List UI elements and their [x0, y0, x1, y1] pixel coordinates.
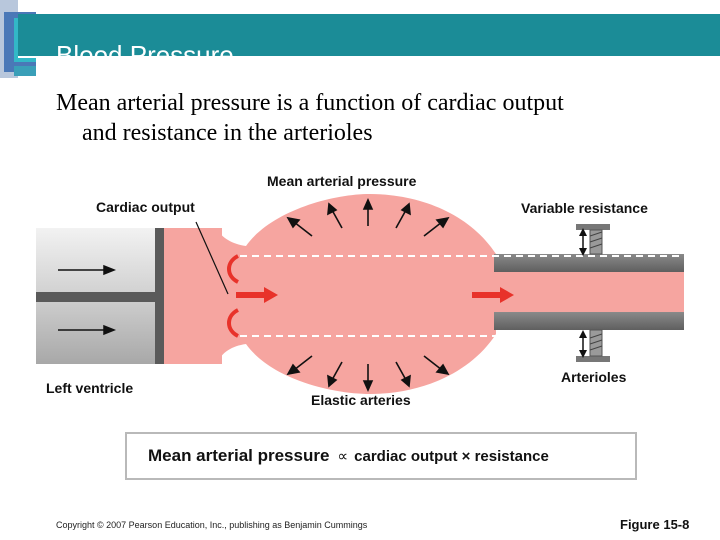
flow-arrow-right — [472, 287, 514, 303]
arteriole-vessel — [494, 254, 684, 330]
title-bar — [18, 14, 720, 58]
valve-lower — [227, 308, 240, 338]
proportional-symbol: ∝ — [337, 448, 349, 465]
decor-block-small — [14, 66, 36, 76]
formula-box — [125, 432, 637, 480]
pressure-arrows — [286, 198, 450, 392]
elastic-artery-shape — [216, 194, 496, 394]
valve-upper — [227, 254, 240, 284]
figure-label: Figure 15-8 — [620, 517, 690, 532]
slide-title: Blood Pressure — [56, 40, 234, 58]
resistance-clamp-upper — [576, 224, 610, 256]
cardiac-output-pointer — [195, 221, 229, 295]
ventricle-arrows — [58, 264, 117, 336]
title-underline — [18, 56, 720, 58]
formula: Mean arterial pressure ∝ cardiac output × … — [148, 446, 549, 466]
formula-main: Mean arterial pressure — [148, 446, 330, 465]
subtitle-line-1: Mean arterial pressure is a function of … — [56, 90, 564, 116]
copyright-text: Copyright © 2007 Pearson Education, Inc.… — [56, 520, 368, 530]
label-arterioles: Arterioles — [561, 369, 627, 385]
blood-pressure-diagram: Mean arterial pressure Cardiac output Va… — [36, 173, 684, 408]
label-mean-arterial-pressure: Mean arterial pressure — [267, 173, 417, 189]
label-left-ventricle: Left ventricle — [46, 380, 133, 396]
subtitle-line-2: and resistance in the arterioles — [82, 120, 373, 146]
label-cardiac-output: Cardiac output — [96, 199, 195, 215]
left-ventricle-shape — [36, 228, 222, 364]
label-variable-resistance: Variable resistance — [521, 200, 648, 216]
resistance-clamp-lower — [576, 329, 610, 362]
formula-rest: cardiac output × resistance — [354, 448, 549, 465]
label-elastic-arteries: Elastic arteries — [311, 392, 411, 408]
slide-subtitle: Mean arterial pressure is a function of … — [56, 88, 696, 148]
flow-arrow-left — [236, 287, 278, 303]
